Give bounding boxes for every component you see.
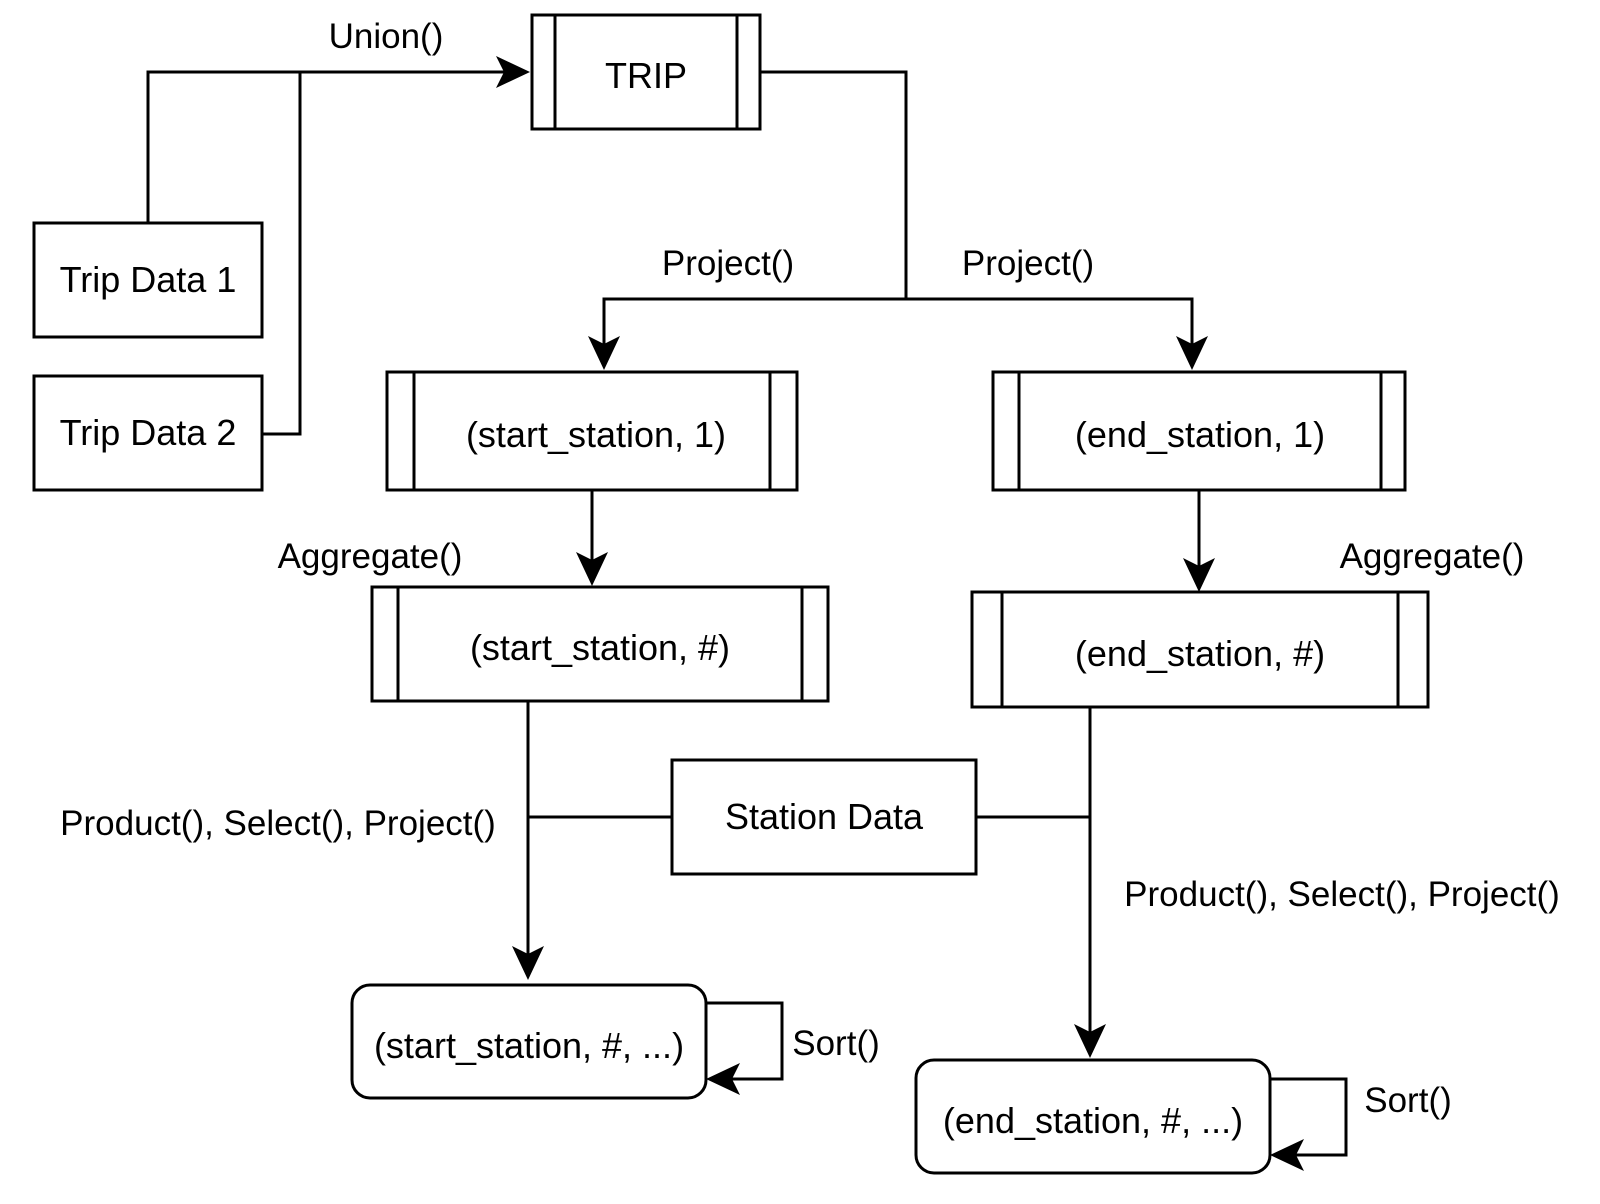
arrowhead-end-station-result [1074, 1024, 1106, 1058]
edge-label-sort-left: Sort() [792, 1024, 880, 1063]
edge-trip-data-2-to-trip [262, 70, 510, 436]
arrowhead-sort-right [1270, 1139, 1304, 1171]
node-trip: TRIP [530, 13, 762, 131]
node-start-station-1: (start_station, 1) [385, 370, 799, 492]
node-station-data-label: Station Data [725, 796, 924, 837]
edge-sort-loop-right [1270, 1077, 1348, 1157]
edge-split-to-end-station-1 [906, 297, 1194, 350]
arrowhead-start-station-1 [588, 336, 620, 370]
node-end-station-count: (end_station, #) [970, 590, 1430, 709]
node-trip-data-1-label: Trip Data 1 [60, 259, 237, 300]
edge-label-join-left: Product(), Select(), Project() [60, 804, 496, 843]
node-start-station-count: (start_station, #) [370, 585, 830, 703]
edge-trip-data-1-to-trip [146, 70, 300, 222]
node-end-station-count-label: (end_station, #) [1075, 633, 1325, 674]
edge-split-to-start-station-1 [602, 297, 906, 350]
node-end-station-result: (end_station, #, ...) [914, 1058, 1272, 1175]
edge-sort-loop-left [706, 1001, 784, 1081]
node-start-station-1-label: (start_station, 1) [466, 414, 726, 455]
arrowhead-start-station-result [512, 946, 544, 980]
node-end-station-1-label: (end_station, 1) [1075, 414, 1325, 455]
node-end-station-1: (end_station, 1) [991, 370, 1407, 492]
node-trip-data-2: Trip Data 2 [32, 374, 264, 492]
edge-label-sort-right: Sort() [1364, 1081, 1452, 1120]
node-trip-data-1: Trip Data 1 [32, 221, 264, 339]
edge-label-aggregate-right: Aggregate() [1340, 537, 1525, 576]
arrowhead-end-station-count [1183, 558, 1215, 592]
arrowhead-sort-left [706, 1063, 740, 1095]
node-trip-data-2-label: Trip Data 2 [60, 412, 237, 453]
edge-label-aggregate-left: Aggregate() [278, 537, 463, 576]
edges [146, 56, 1348, 1171]
node-start-station-count-label: (start_station, #) [470, 627, 730, 668]
node-end-station-result-label: (end_station, #, ...) [943, 1100, 1243, 1141]
edge-labels: Union() Project() Project() Aggregate() … [60, 17, 1560, 1120]
arrowhead-trip [496, 56, 530, 88]
node-station-data: Station Data [670, 758, 978, 876]
node-trip-label: TRIP [605, 55, 687, 96]
node-start-station-result-label: (start_station, #, ...) [374, 1025, 684, 1066]
arrowhead-end-station-1 [1176, 336, 1208, 370]
node-start-station-result: (start_station, #, ...) [350, 983, 708, 1100]
edge-trip-to-split [758, 70, 908, 299]
edge-label-join-right: Product(), Select(), Project() [1124, 875, 1560, 914]
arrowhead-start-station-count [576, 552, 608, 586]
edge-label-union: Union() [329, 17, 444, 56]
edge-label-project-right: Project() [962, 244, 1094, 283]
edge-label-project-left: Project() [662, 244, 794, 283]
